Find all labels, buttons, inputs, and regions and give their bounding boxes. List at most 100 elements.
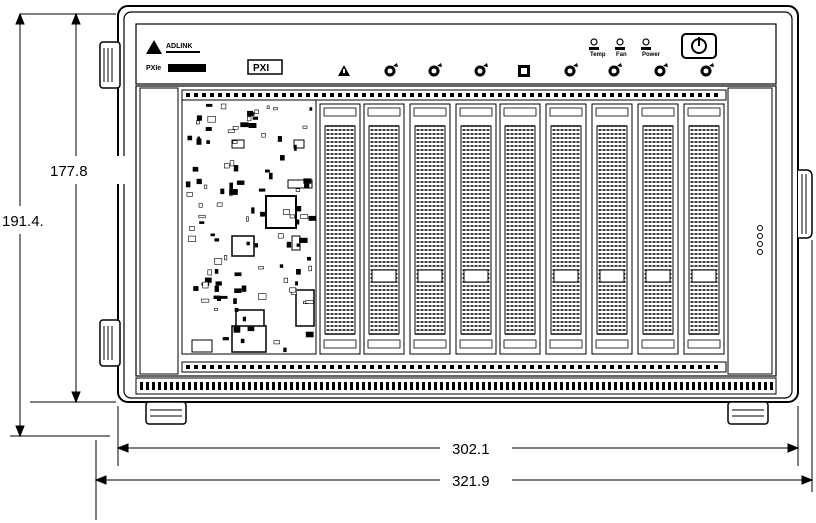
indicator-temp: Temp	[589, 38, 606, 58]
connector-pin	[282, 93, 286, 97]
connector-pin	[426, 365, 430, 369]
connector-pin	[594, 365, 598, 369]
board-component	[199, 221, 205, 224]
board-component	[247, 116, 252, 122]
connector-pin	[418, 93, 422, 97]
vent-slot	[446, 382, 449, 390]
vent-slot	[344, 382, 347, 390]
slot-icon	[384, 63, 398, 77]
board-component	[260, 211, 265, 217]
connector-pin	[674, 93, 678, 97]
vent-slot	[494, 382, 497, 390]
vent-slot	[542, 382, 545, 390]
vent-slot	[230, 382, 233, 390]
vent-slot	[188, 382, 191, 390]
board-component	[305, 300, 314, 304]
vent-slot	[242, 382, 245, 390]
board-component	[286, 241, 292, 248]
vent-slot	[686, 382, 689, 390]
system-slot-icon	[518, 65, 530, 77]
board-component	[196, 115, 202, 121]
peripheral-card	[637, 103, 679, 355]
board-component	[201, 298, 210, 303]
connector-pin	[474, 93, 478, 97]
board-component	[224, 163, 230, 169]
connector-pin	[362, 365, 366, 369]
connector-pin	[538, 365, 542, 369]
board-component	[232, 140, 238, 144]
vent-slot	[278, 382, 281, 390]
board-component	[308, 265, 312, 272]
connector-pin	[458, 365, 462, 369]
board-component	[279, 155, 285, 161]
board-component	[242, 316, 247, 322]
connector-pin	[634, 365, 638, 369]
connector-pin	[626, 93, 630, 97]
connector-pin	[466, 93, 470, 97]
model-text: PXIe	[146, 65, 161, 72]
vent-slot	[704, 382, 707, 390]
vent-slot	[308, 382, 311, 390]
connector-pin	[418, 365, 422, 369]
board-component	[202, 281, 209, 289]
vent-slot	[182, 382, 185, 390]
connector-pin	[258, 365, 262, 369]
connector-pin	[298, 365, 302, 369]
peripheral-card	[455, 103, 497, 355]
connector-pin	[330, 93, 334, 97]
connector-pin	[354, 365, 358, 369]
board-component	[273, 340, 280, 345]
vent-slot	[386, 382, 389, 390]
board-component	[214, 285, 219, 292]
connector-pin	[426, 93, 430, 97]
connector-pin	[266, 365, 270, 369]
vent-slots	[140, 382, 773, 390]
vent-slot	[536, 382, 539, 390]
vent-slot	[692, 382, 695, 390]
connector-pin	[626, 365, 630, 369]
connector-pin	[338, 365, 342, 369]
vent-slot	[548, 382, 551, 390]
vent-slot	[632, 382, 635, 390]
vent-slot	[140, 382, 143, 390]
connector-pin	[506, 365, 510, 369]
connector-pin	[714, 365, 718, 369]
board-component	[268, 172, 273, 180]
peripheral-card	[409, 103, 451, 355]
board-component	[246, 216, 249, 222]
vent-slot	[302, 382, 305, 390]
vent-slot	[758, 382, 761, 390]
connector-pin	[346, 365, 350, 369]
left-filler-panel	[139, 87, 179, 375]
board-component	[233, 298, 237, 304]
connector-pin	[546, 93, 550, 97]
vent-slot	[680, 382, 683, 390]
connector-pin	[490, 93, 494, 97]
vent-slot	[272, 382, 275, 390]
board-component	[283, 277, 289, 283]
connector-pin	[250, 93, 254, 97]
board-component	[246, 241, 250, 246]
board-components	[185, 103, 317, 353]
board-component	[305, 331, 314, 338]
dim-outer-height: 191.4.	[2, 213, 44, 230]
connector-pin	[482, 93, 486, 97]
board-component	[306, 256, 312, 261]
vent-slot	[698, 382, 701, 390]
vent-slot	[596, 382, 599, 390]
dim-outer-width: 321.9	[452, 473, 490, 490]
board-component	[229, 182, 233, 189]
vent-slot	[578, 382, 581, 390]
connector-pin	[442, 365, 446, 369]
board-component	[220, 103, 227, 110]
board-component	[233, 165, 239, 172]
connector-pin	[226, 365, 230, 369]
connector-pin	[706, 93, 710, 97]
connector-pin	[186, 93, 190, 97]
connector-pin	[402, 365, 406, 369]
board-component	[289, 214, 295, 219]
board-component	[261, 133, 266, 138]
vent-slot	[728, 382, 731, 390]
vent-slot	[608, 382, 611, 390]
board-component	[214, 307, 218, 311]
